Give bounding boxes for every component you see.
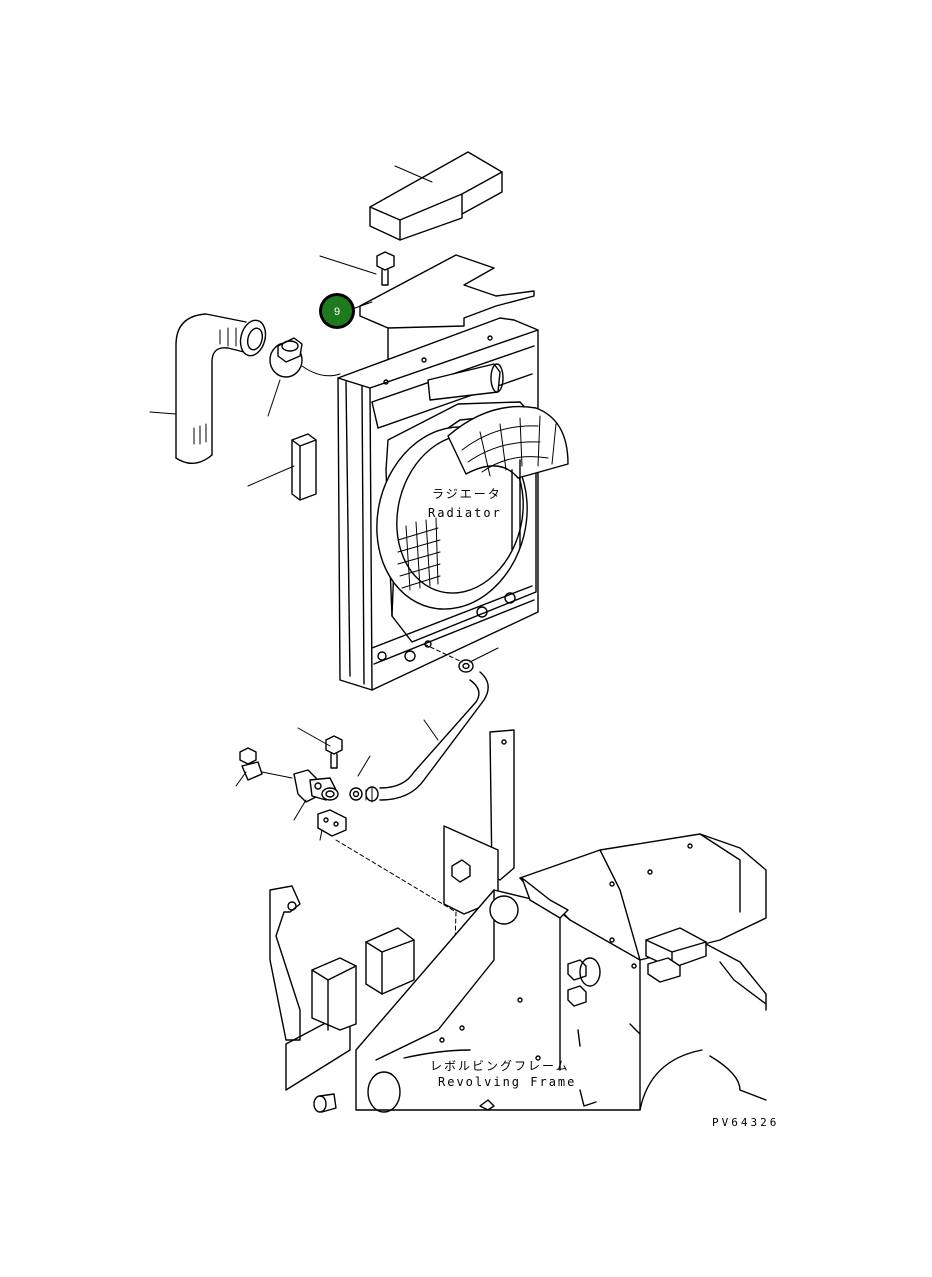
radiator-assembly[interactable]	[337, 317, 569, 691]
drain-hose-part[interactable]	[365, 671, 489, 803]
leader-line	[469, 647, 499, 663]
screw-part[interactable]	[239, 747, 263, 781]
frame-label-en: Revolving Frame	[438, 1075, 576, 1089]
leader-line	[319, 255, 377, 275]
leader-line	[319, 829, 323, 841]
leader-line	[149, 411, 177, 415]
leader-line	[267, 379, 281, 417]
radiator-label-jp: ラジエータ	[432, 487, 502, 501]
leader-line	[247, 465, 295, 487]
leader-line	[297, 727, 331, 747]
leader-line	[423, 719, 439, 741]
leader-line	[423, 643, 463, 663]
leader-line	[301, 365, 341, 377]
leader-line	[235, 771, 247, 787]
frame-label-jp: レボルビングフレーム	[430, 1059, 570, 1073]
callout-9-badge[interactable]	[322, 296, 352, 326]
drain-valve-part[interactable]	[261, 769, 363, 803]
revolving-frame-assembly[interactable]	[269, 729, 767, 1113]
bolt-part[interactable]	[376, 251, 395, 286]
drawing-number: PV64326	[712, 1116, 779, 1129]
drain-clamp-part[interactable]	[458, 659, 474, 673]
upper-hose-part[interactable]	[175, 313, 269, 464]
foam-block-part[interactable]	[369, 151, 503, 241]
callout-9-number: 9	[334, 306, 340, 318]
callout-9[interactable]: 9	[319, 293, 355, 329]
radiator-label-en: Radiator	[428, 506, 502, 520]
leader-line	[357, 755, 371, 777]
leader-line	[354, 301, 373, 309]
hose-clamp-part[interactable]	[269, 337, 303, 378]
leader-line	[293, 799, 307, 821]
bolt-part[interactable]	[325, 735, 343, 769]
block-part[interactable]	[317, 809, 347, 837]
pad-part[interactable]	[291, 433, 317, 501]
leader-line	[394, 165, 433, 183]
